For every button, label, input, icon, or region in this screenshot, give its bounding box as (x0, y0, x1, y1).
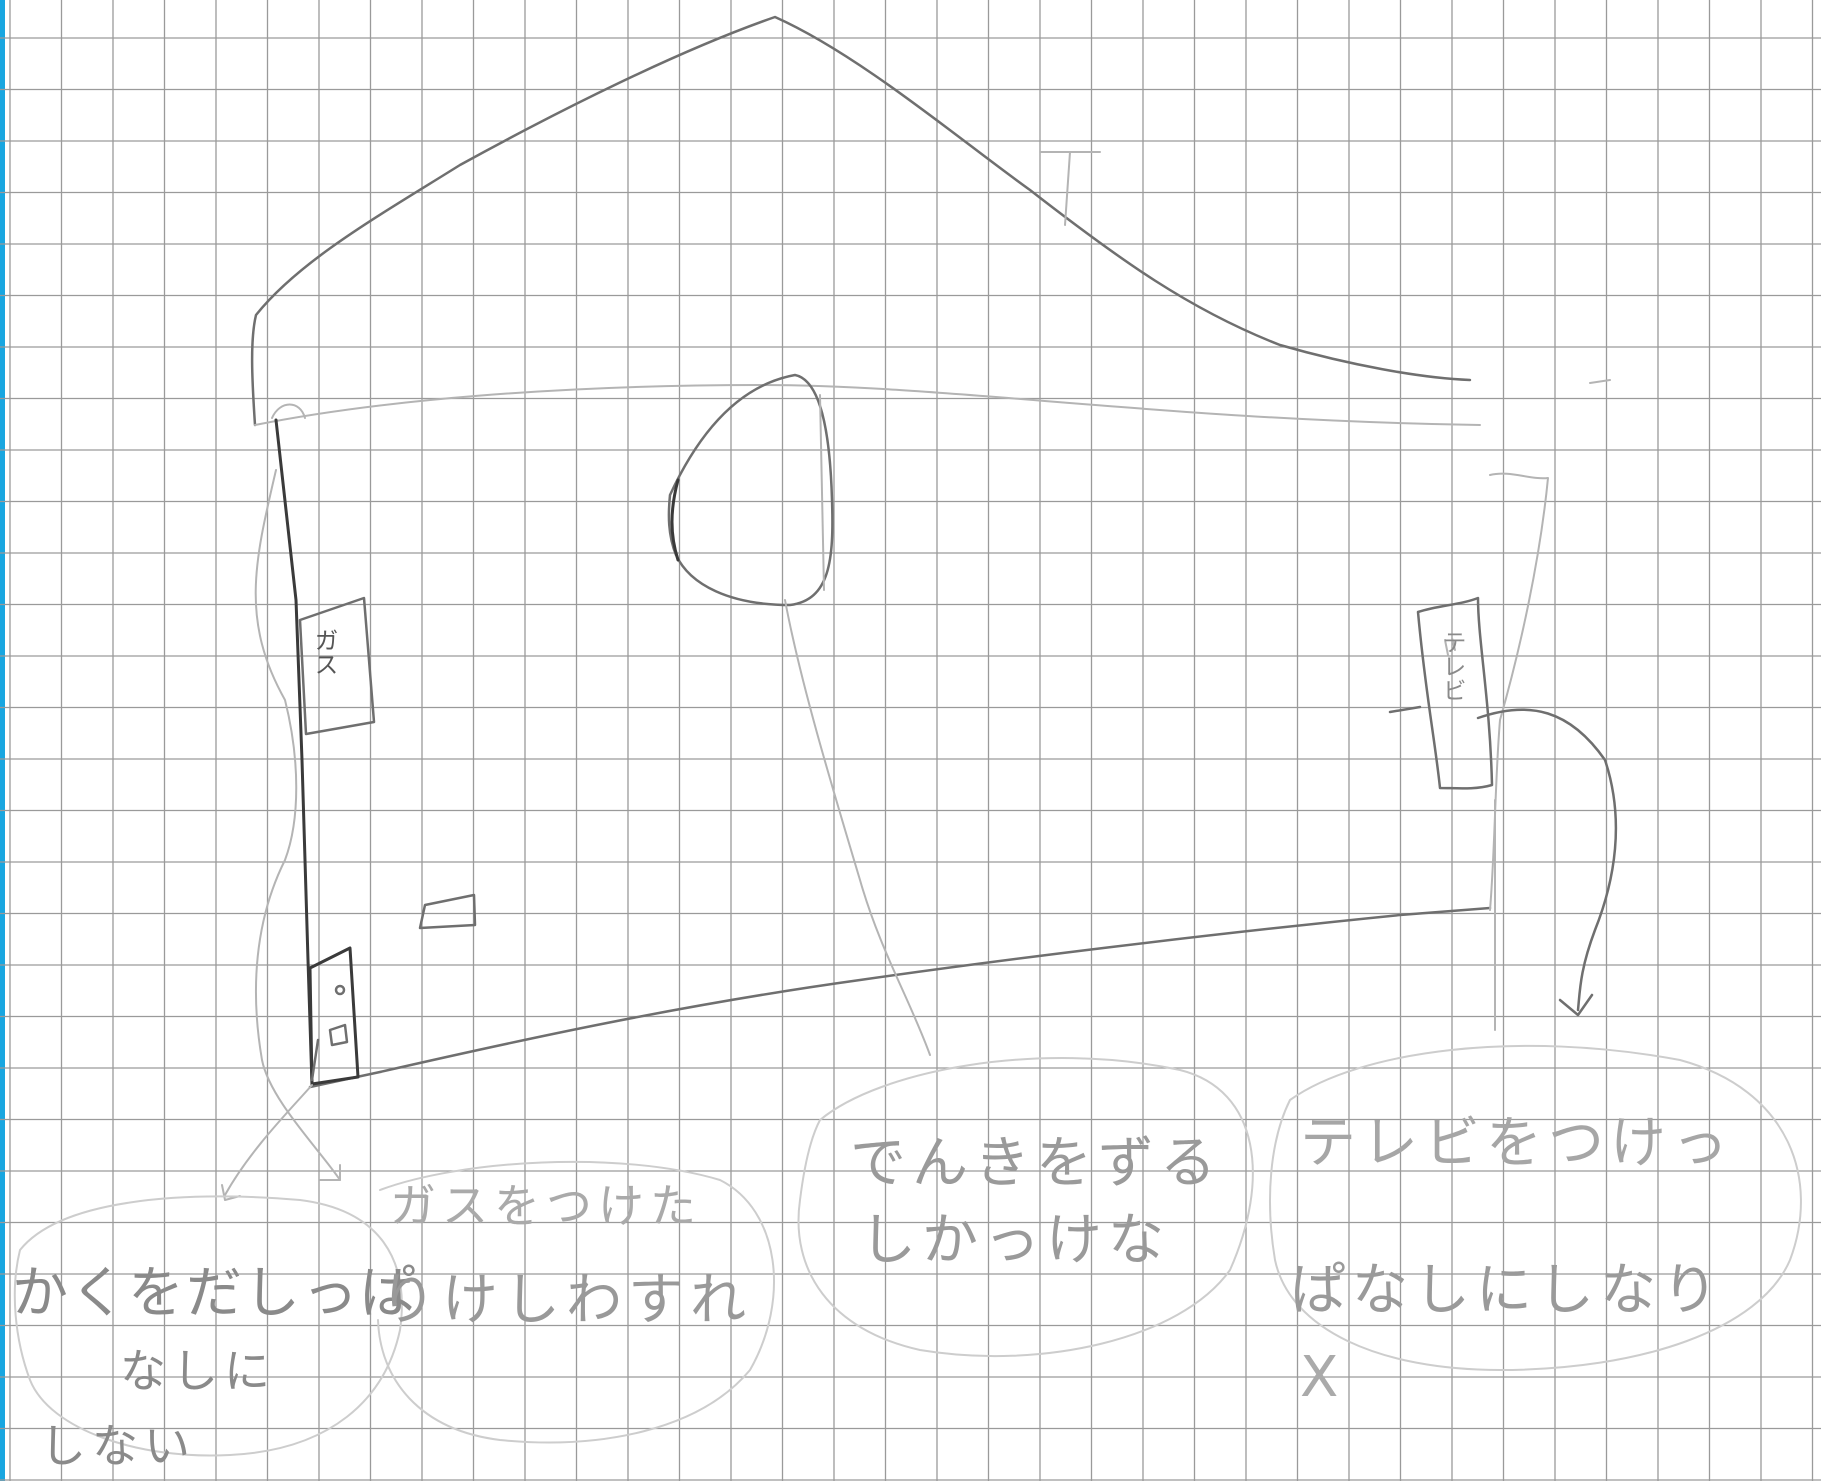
note-gas-line1: かくをだしっぱ (12, 1248, 418, 1329)
light-fixture-cord (820, 395, 824, 590)
light-fixture-outline (669, 375, 833, 605)
arrow-tv-head (1560, 995, 1592, 1015)
arrow-door-head (222, 1185, 240, 1200)
tv-label: テレビ (1440, 630, 1464, 702)
house-floor (310, 908, 1490, 1087)
roof-eave (255, 385, 1480, 425)
house-right-wall (1490, 474, 1548, 910)
small-window (420, 895, 475, 928)
note-light-line2: しかっけな (860, 1195, 1170, 1276)
note-gas-line3: しない (40, 1410, 196, 1476)
note-light-line1: でんきをずる (850, 1118, 1222, 1199)
door-knob (336, 986, 344, 994)
note-gas-line2: なしに (120, 1335, 276, 1401)
note-tv-line1: テレビをつけっ (1300, 1098, 1734, 1179)
arrow-door-to-note (225, 1085, 312, 1195)
house-roof (252, 17, 1470, 425)
note-forget-line2: りけしわすれ (380, 1255, 752, 1336)
gas-label: ガス (312, 628, 336, 676)
note-tv-mark: X (1300, 1345, 1344, 1410)
door-lock (330, 1025, 347, 1045)
note-tv-line2: ぱなしにしなり (1290, 1245, 1724, 1326)
arrow-left-to-note (256, 470, 340, 1180)
note-forget-line1: ガスをつけた (390, 1170, 702, 1236)
